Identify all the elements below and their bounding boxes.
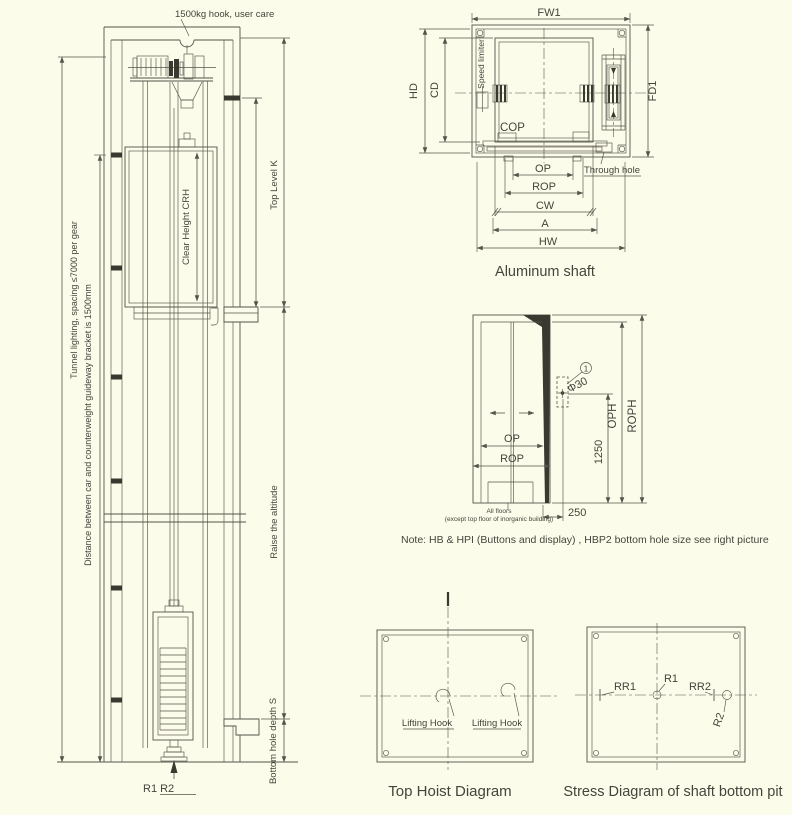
caption-top-hoist: Top Hoist Diagram [388,783,511,800]
label-fd1: FD1 [647,81,659,102]
label-oph: OPH [607,404,619,429]
through-hole-block [595,142,613,153]
label-op: OP [535,163,551,175]
elevator-car: Clear Height CRH [124,132,219,326]
force-point-rr1: RR1 [599,681,636,701]
pit-stress-diagram: RR1 R1 RR2 R2 Stress Diagram of shaft bo… [563,623,783,800]
label-bracket-distance: Distance between car and counterweight g… [83,284,93,566]
label-speed-limiter: Speed limiter [476,39,486,89]
label-r2: R2 [711,711,727,728]
label-all-floors-2: (except top floor of inorganic building) [445,516,553,523]
rail-clamps [492,84,621,104]
pit-reaction-forces: R1 R2 [143,760,196,795]
force-point-r2: R2 [711,690,732,729]
force-arrow-icon [170,760,178,773]
caption-aluminum-shaft: Aluminum shaft [495,264,595,280]
label-door-rop: ROP [500,453,524,465]
label-r1: R1 [664,673,678,685]
hoist-corner-profiles [383,636,527,756]
label-rop: ROP [532,181,556,193]
shaft-elevation-view: Clear Height CRH [57,9,298,795]
label-hw: HW [539,236,558,248]
shaft-walls [57,26,298,763]
speed-limiter: Speed limiter [476,39,489,112]
right-dimensions: Top Level K Raise the altitude Bottom ho… [240,37,290,784]
label-rr1: RR1 [614,681,636,693]
label-pit-depth: Bottom hole depth S [268,698,279,784]
label-cw: CW [536,200,555,212]
door-note: Note: HB & HPI (Buttons and display) , H… [401,534,769,546]
label-rr2: RR2 [689,681,711,693]
label-clear-height: Clear Height CRH [181,189,192,265]
label-roph: ROPH [627,399,639,432]
label-hole-diameter: Φ30 [565,375,589,395]
label-top-level: Top Level K [269,160,280,210]
aluminum-shaft-plan-view: Speed limiter COP FW1 [408,7,659,280]
lifting-hook-right: Lifting Hook [472,682,522,730]
label-hook-note: 1500kg hook, user care [175,9,274,20]
door-dimensions: 1250 OPH ROPH 250 [542,314,647,521]
left-dimensions: Tunnel lighting, spacing ≤7000 per gear … [58,56,106,763]
label-a: A [541,218,549,230]
label-tunnel-lighting: Tunnel lighting, spacing ≤7000 per gear [69,221,79,379]
door-sill-assembly [482,140,613,162]
hbp2-hole: 1 Φ30 [556,362,592,408]
label-door-op: OP [504,433,520,445]
label-raise-altitude: Raise the altitude [269,485,280,558]
mid-floor-slab [104,513,246,523]
label-hd: HD [408,83,420,99]
door-jamb-shading [523,315,550,503]
rope-bell [171,81,203,101]
label-fw1: FW1 [537,7,560,19]
traction-machine [128,45,216,109]
plan-dimensions: FW1 HD CD FD1 OP ROP CW A [408,7,659,252]
counterweight [152,599,194,762]
label-all-floors-1: All floors [487,508,513,515]
label-balloon-number: 1 [584,365,589,374]
pit-step [223,718,260,736]
caption-stress-diagram: Stress Diagram of shaft bottom pit [563,784,782,800]
force-point-rr2: RR2 [689,681,715,701]
label-r1r2: R1 R2 [143,783,174,795]
label-250: 250 [568,507,586,519]
plan-counterweight [601,48,626,137]
buffer [160,739,188,762]
label-cd: CD [429,82,441,98]
label-cop: COP [500,122,525,134]
label-1250: 1250 [593,440,605,464]
balloon-1-icon [580,362,592,374]
guide-rails-and-ropes [142,81,208,748]
through-hole-callout: Through hole [584,151,641,177]
top-landing-sill [223,306,259,323]
top-hoist-diagram: Lifting Hook Lifting Hook Top Hoist Diag… [360,592,558,800]
hook-callout: 1500kg hook, user care [175,9,274,37]
lifting-hook-left: Lifting Hook [402,688,455,730]
car-apron [211,307,219,326]
label-through-hole: Through hole [584,165,640,176]
force-point-r1: R1 [652,673,678,700]
label-lifting-hook-right: Lifting Hook [472,718,522,729]
label-lifting-hook-left: Lifting Hook [402,718,452,729]
guideway-brackets [111,95,240,703]
corner-profiles [476,29,626,153]
all-floors-note: All floors (except top floor of inorgani… [445,503,553,523]
landing-door-detail: OP ROP 1 Φ30 1250 OPH ROPH 250 [401,314,769,546]
stress-corner-profiles [593,633,739,756]
